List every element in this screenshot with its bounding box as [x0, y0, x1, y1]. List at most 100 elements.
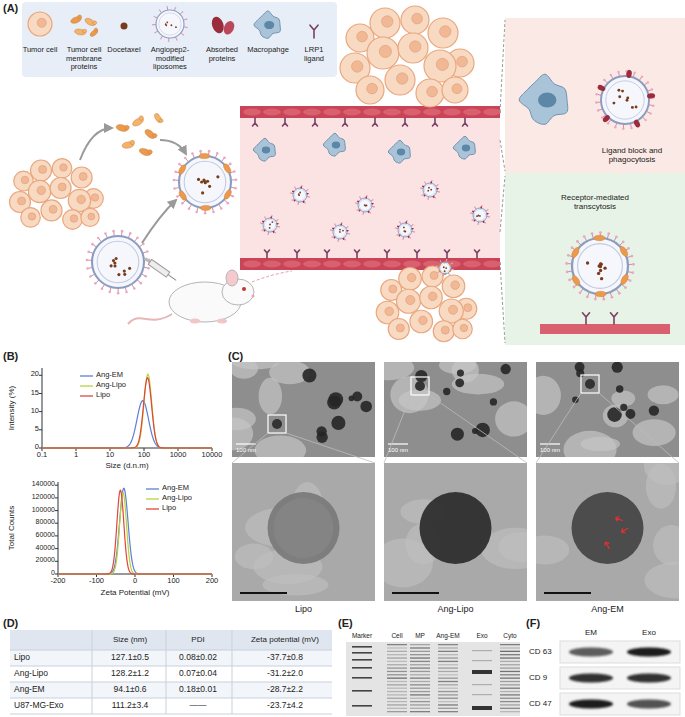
- graphic-part: [373, 118, 378, 126]
- graphic-part: [92, 236, 144, 288]
- tick-label: 5: [35, 425, 39, 434]
- graphic-part: [91, 243, 94, 246]
- graphic-part: [86, 259, 89, 262]
- graphic-part: [121, 230, 124, 233]
- graphic-part: [603, 266, 606, 269]
- graphic-part: [10, 650, 332, 651]
- graphic-part: [39, 411, 42, 412]
- scale-label: 100 nm: [388, 447, 408, 454]
- graphic-part: [411, 228, 414, 230]
- graphic-part: [236, 443, 256, 444]
- graphic-part: [429, 395, 527, 463]
- graphic-part: [615, 516, 624, 523]
- graphic-part: [475, 423, 489, 437]
- tick-label: 0.1: [37, 451, 47, 460]
- graphic-part: [70, 215, 77, 222]
- graphic-part: [560, 693, 680, 715]
- graphic-part: [292, 190, 295, 192]
- graphic-part: [131, 115, 146, 128]
- graphic-part: [612, 102, 615, 105]
- tick-label: 10: [106, 451, 114, 460]
- graphic-part: [595, 101, 597, 103]
- graphic-part: [168, 275, 176, 281]
- graphic-part: [356, 209, 358, 211]
- graphic-part: [174, 170, 177, 173]
- graphic-part: [344, 239, 346, 241]
- graphic-part: [232, 362, 375, 457]
- graphic-part: [595, 291, 606, 297]
- graphic-part: [384, 362, 414, 380]
- graphic-part: [366, 196, 367, 198]
- legend-text: Ang-EM: [96, 371, 123, 380]
- graphic-part: [216, 175, 219, 178]
- graphic-part: [286, 433, 375, 463]
- graphic-part: [460, 324, 467, 331]
- graphic-part: [201, 191, 204, 194]
- graphic-part: [271, 221, 273, 223]
- graphic-part: [436, 188, 439, 190]
- callout-text: Ligand block and phagocytosis: [583, 146, 681, 164]
- graphic-part: [235, 543, 273, 569]
- graphic-part: [472, 650, 492, 651]
- graphic-part: [352, 659, 372, 661]
- graphic-part: [123, 270, 126, 273]
- graphic-part: [28, 180, 50, 202]
- graphic-part: [569, 648, 613, 657]
- graphic-part: [618, 95, 621, 98]
- graphic-part: [451, 281, 460, 290]
- graphic-part: [423, 109, 441, 116]
- graphic-part: [21, 208, 41, 228]
- graphic-part: [595, 69, 655, 130]
- graphic-part: [306, 193, 309, 195]
- graphic-part: [152, 6, 188, 42]
- graphic-part: [124, 125, 129, 130]
- graphic-part: [58, 482, 212, 574]
- graphic-part: [440, 263, 450, 273]
- graphic-part: [410, 644, 430, 645]
- graphic-part: [560, 667, 680, 689]
- graphic-part: [55, 535, 58, 536]
- graphic-part: [332, 227, 335, 229]
- graphic-part: [290, 185, 310, 205]
- graphic-part: [260, 215, 280, 235]
- graphic-part: [340, 223, 342, 226]
- graphic-part: [42, 374, 212, 448]
- graphic-part: [627, 247, 630, 250]
- graphic-part: [173, 187, 176, 190]
- graphic-part: [600, 277, 603, 280]
- graphic-part: [303, 109, 321, 116]
- graphic-part: [63, 210, 83, 230]
- graphic-part: [39, 368, 212, 577]
- graphic-part: [500, 711, 520, 712]
- graphic-part: [536, 536, 569, 565]
- graphic-part: [430, 271, 438, 279]
- graphic-part: [399, 268, 422, 291]
- lane-label: Cyto: [503, 632, 516, 639]
- table-cell: Lipo: [14, 653, 30, 663]
- graphic-part: [339, 229, 341, 231]
- graphic-part: [291, 199, 293, 201]
- legend-text: Ang-EM: [162, 484, 189, 493]
- graphic-part: [42, 401, 212, 448]
- graphic-part: [383, 109, 401, 116]
- graphic-part: [49, 205, 57, 213]
- graphic-part: [264, 216, 266, 218]
- graphic-part: [618, 292, 621, 295]
- tick-label: 20: [31, 370, 39, 379]
- graphic-part: [500, 664, 520, 665]
- graphic-part: [240, 106, 500, 118]
- legend-panel: Tumor cellTumor cell membrane proteinsDo…: [22, 2, 337, 77]
- graphic-part: [424, 184, 435, 195]
- graphic-part: [130, 140, 135, 145]
- scale-label: 100 nm: [236, 447, 256, 454]
- table-header: PDI: [191, 635, 204, 644]
- graphic-part: [453, 136, 475, 159]
- lane-label: Ang-EM: [436, 632, 459, 639]
- marker-label: CD 47: [529, 699, 552, 708]
- graphic-part: [356, 76, 384, 104]
- graphic-part: [293, 199, 296, 202]
- graphic-part: [232, 433, 268, 463]
- graphic-part: [144, 275, 147, 278]
- graphic-part: [166, 6, 168, 8]
